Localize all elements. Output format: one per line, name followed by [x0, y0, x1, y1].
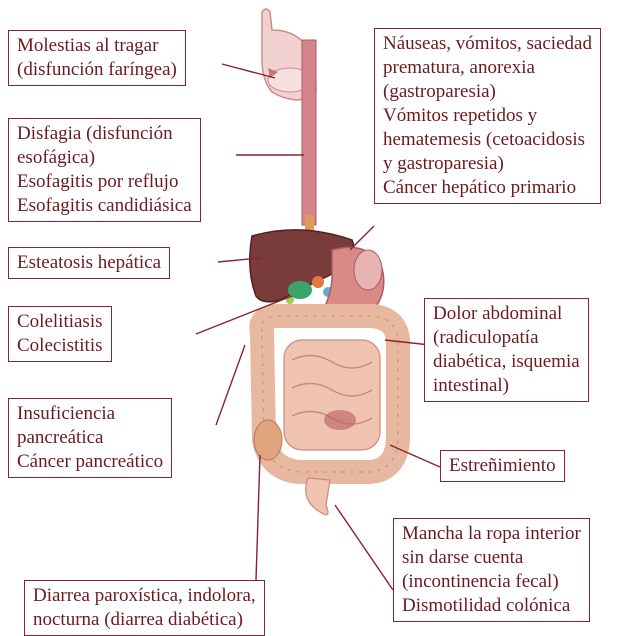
- label-gallbladder: Colelitiasis Colecistitis: [8, 306, 112, 362]
- label-line: Cáncer hepático primario: [383, 176, 592, 200]
- label-line: y gastroparesia): [383, 152, 592, 176]
- label-line: Esofagitis por reflujo: [17, 170, 192, 194]
- label-line: Vómitos repetidos y: [383, 104, 592, 128]
- label-line: (gastroparesia): [383, 80, 592, 104]
- label-line: (disfunción faríngea): [17, 58, 177, 82]
- label-colon: Mancha la ropa interior sin darse cuenta…: [393, 518, 590, 622]
- label-line: diabética, isquemia: [433, 350, 580, 374]
- label-constipation: Estreñimiento: [440, 450, 565, 482]
- label-pharynx: Molestias al tragar (disfunción faríngea…: [8, 30, 186, 86]
- rectum-shape: [306, 478, 330, 515]
- label-line: Dismotilidad colónica: [402, 594, 581, 618]
- label-esophagus: Disfagia (disfunción esofágica) Esofagit…: [8, 118, 201, 222]
- label-line: Diarrea paroxística, indolora,: [33, 584, 256, 608]
- label-line: Colecistitis: [17, 334, 103, 358]
- label-liver: Esteatosis hepática: [8, 247, 170, 279]
- label-line: nocturna (diarrea diabética): [33, 608, 256, 632]
- label-line: Náuseas, vómitos, saciedad: [383, 32, 592, 56]
- label-line: Disfagia (disfunción: [17, 122, 192, 146]
- small-intestine: [284, 340, 380, 450]
- label-diarrhea: Diarrea paroxística, indolora, nocturna …: [24, 580, 265, 636]
- label-line: (incontinencia fecal): [402, 570, 581, 594]
- label-line: esofágica): [17, 146, 192, 170]
- pancreas-shape: [254, 420, 282, 460]
- label-line: Mancha la ropa interior: [402, 522, 581, 546]
- label-abdominal-pain: Dolor abdominal (radiculopatía diabética…: [424, 298, 589, 402]
- label-line: Colelitiasis: [17, 310, 103, 334]
- label-line: Dolor abdominal: [433, 302, 580, 326]
- label-line: Insuficiencia: [17, 402, 163, 426]
- label-line: Estreñimiento: [449, 454, 556, 478]
- label-stomach: Náuseas, vómitos, saciedad prematura, an…: [374, 28, 601, 204]
- label-line: (radiculopatía: [433, 326, 580, 350]
- label-line: hematemesis (cetoacidosis: [383, 128, 592, 152]
- label-line: sin darse cuenta: [402, 546, 581, 570]
- label-line: Cáncer pancreático: [17, 450, 163, 474]
- label-line: Molestias al tragar: [17, 34, 177, 58]
- label-line: pancreática: [17, 426, 163, 450]
- label-line: intestinal): [433, 374, 580, 398]
- label-pancreas: Insuficiencia pancreática Cáncer pancreá…: [8, 398, 172, 478]
- esophagus-tube: [302, 40, 316, 225]
- label-line: prematura, anorexia: [383, 56, 592, 80]
- label-line: Esofagitis candidiásica: [17, 194, 192, 218]
- label-line: Esteatosis hepática: [17, 251, 161, 275]
